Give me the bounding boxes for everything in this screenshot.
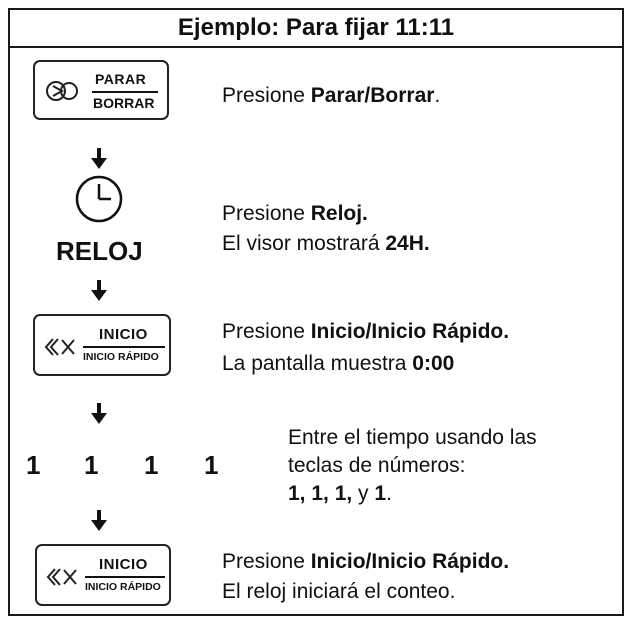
start-button[interactable]: INICIO INICIO RÁPIDO (33, 314, 171, 376)
step-inicio2-pre: Presione (222, 550, 311, 573)
step-numeros-bold: 1, 1, 1, (288, 482, 353, 505)
start-button-label: INICIO (99, 326, 148, 343)
step-reloj-line1: Presione Reloj. (222, 200, 368, 228)
step-inicio2-line1: Presione Inicio/Inicio Rápido. (222, 548, 509, 576)
step-parar-post: . (434, 84, 441, 107)
digit-key-1[interactable]: 1 (204, 450, 219, 480)
digit-key-1[interactable]: 1 (144, 450, 159, 480)
step-parar-text: Presione Parar/Borrar. (222, 82, 440, 110)
step-inicio1-pre: Presione (222, 320, 311, 343)
step-reloj-line2: El visor mostrará 24H. (222, 230, 430, 258)
down-arrow-icon (91, 403, 107, 424)
step-inicio2-bold: Inicio/Inicio Rápido. (310, 550, 510, 573)
step-numeros-bold2: 1 (374, 482, 387, 505)
step-inicio2-line2: El reloj iniciará el conteo. (222, 580, 456, 603)
step-reloj-pre: Presione (222, 202, 311, 225)
step-reloj-line2-pre: El visor mostrará (222, 232, 386, 255)
example-title: Ejemplo: Para fijar 11:11 (10, 10, 622, 48)
step-numeros-mid: y (352, 482, 375, 505)
step-numeros-line2: teclas de números: (288, 454, 466, 477)
down-arrow-icon (91, 510, 107, 531)
button-divider (83, 346, 165, 348)
example-title-text: Ejemplo: Para fijar 11:11 (177, 14, 455, 41)
step-inicio1-line2-bold: 0:00 (412, 352, 455, 375)
clock-label: RELOJ (56, 236, 143, 266)
quick-start-label: INICIO RÁPIDO (85, 581, 161, 593)
instruction-panel: Ejemplo: Para fijar 11:11 PARAR BORRAR P… (8, 8, 624, 616)
stop-clear-button[interactable]: PARAR BORRAR (33, 60, 169, 120)
button-divider (85, 576, 165, 578)
step-inicio1-bold: Inicio/Inicio Rápido. (310, 320, 510, 343)
down-arrow-icon (91, 280, 107, 301)
step-parar-pre: Presione (222, 84, 311, 107)
clear-button-label: BORRAR (93, 95, 155, 111)
start-icon (44, 338, 75, 356)
start-button-label: INICIO (99, 556, 148, 573)
step-numeros-line1: Entre el tiempo usando las (288, 426, 537, 449)
step-numeros-line3: 1, 1, 1, y 1. (288, 480, 392, 508)
stop-clear-icon (46, 81, 78, 101)
quick-start-label: INICIO RÁPIDO (83, 351, 159, 363)
button-divider (92, 91, 158, 93)
digit-key-1[interactable]: 1 (26, 450, 41, 480)
stop-button-label: PARAR (95, 71, 147, 87)
step-parar-bold: Parar/Borrar (310, 84, 435, 107)
step-reloj-bold: Reloj. (310, 202, 368, 225)
step-inicio1-line2-pre: La pantalla muestra (222, 352, 413, 375)
down-arrow-icon (91, 148, 107, 169)
step-numeros-post: . (386, 482, 392, 505)
step-inicio1-line1: Presione Inicio/Inicio Rápido. (222, 318, 509, 346)
step-reloj-line2-bold: 24H. (385, 232, 430, 255)
digit-key-1[interactable]: 1 (84, 450, 99, 480)
start-button[interactable]: INICIO INICIO RÁPIDO (35, 544, 171, 606)
start-icon (46, 568, 77, 586)
step-inicio1-line2: La pantalla muestra 0:00 (222, 350, 454, 378)
clock-icon[interactable] (74, 174, 124, 224)
